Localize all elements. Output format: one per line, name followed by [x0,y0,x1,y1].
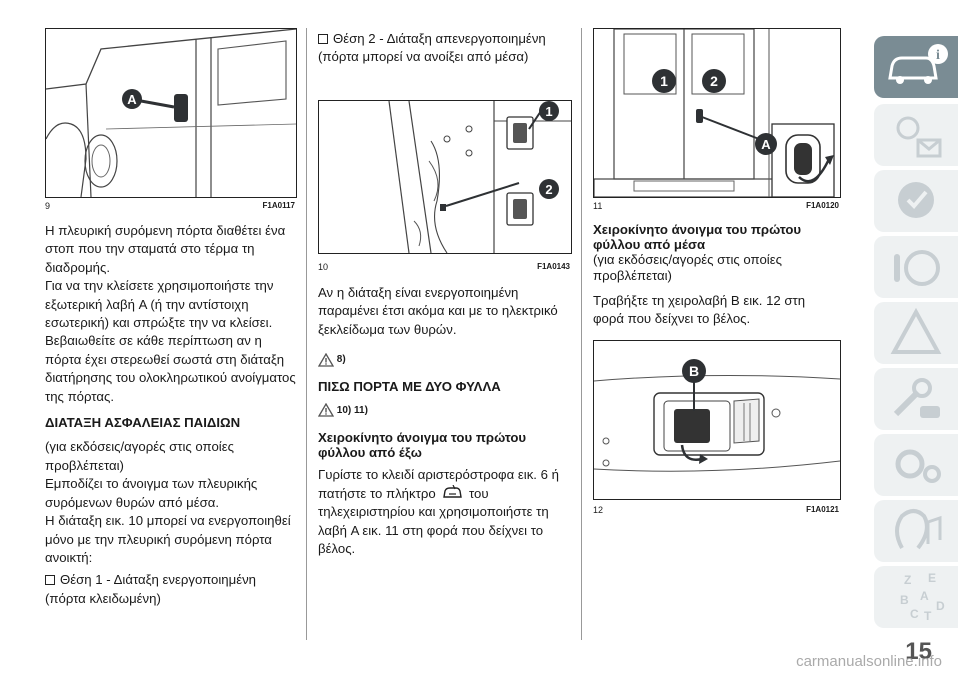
figure-11: 1 2 A [593,28,841,198]
svg-text:C: C [910,607,919,621]
emergency-triangle-icon [890,307,942,354]
sidebar-tab-lights-messages[interactable] [874,104,958,166]
paragraph: Αν η διάταξη είναι ενεργοποιημένη παραμέ… [318,285,558,337]
figure-10-caption: 10 F1A0143 [318,262,570,274]
figure-9-label-a: A [127,92,137,107]
wrench-car-icon [893,378,940,418]
checkbox-bullet-icon [45,575,55,586]
van-side-illustration: A [46,29,296,197]
sidebar-tab-emergency[interactable] [874,302,958,364]
figure-9: A [45,28,297,198]
page-number: 15 [905,638,932,665]
figure-number: 12 [593,505,604,515]
checkbox-bullet-icon [318,34,328,44]
figure-code: F1A0117 [262,201,295,210]
column-2-text: Αν η διάταξη είναι ενεργοποιημένη παραμέ… [318,284,572,558]
music-map-icon [895,509,942,550]
column-3-text: Χειροκίνητο άνοιγμα του πρώτου φύλλου απ… [593,222,839,329]
car-info-icon: i [888,44,948,84]
figure-11-caption: 11 F1A0120 [593,201,839,213]
trunk-button-icon [443,484,463,498]
sidebar-tab-technical-data[interactable] [874,434,958,496]
position-2-label: Θέση 2 - Διάταξη απενεργοποιημένη (πόρτα… [318,31,546,65]
inner-handle-illustration: B [594,359,840,472]
column-divider [306,28,307,640]
figure-10-label-1: 1 [545,104,552,119]
paragraph: (για εκδόσεις/αγορές στις οποίες προβλέπ… [593,252,782,283]
figure-9-caption: 9 F1A0117 [45,201,295,213]
position-2-text: Θέση 2 - Διάταξη απενεργοποιημένη (πόρτα… [318,30,568,67]
figure-number: 9 [45,201,51,211]
section-heading: ΠΙΣΩ ΠΟΡΤΑ ΜΕ ΔΥΟ ΦΥΛΛΑ [318,378,501,394]
child-lock-illustration: 1 2 [388,101,571,253]
figure-code: F1A0121 [806,505,839,514]
warning-icon [318,403,334,418]
sidebar-tab-maintenance[interactable] [874,368,958,430]
figure-11-label-1: 1 [660,73,668,89]
paragraph: Γυρίστε το κλειδί αριστερόστροφα εικ. 6 … [318,467,559,501]
sidebar-tab-driving[interactable] [874,236,958,298]
figure-11-label-2: 2 [710,73,718,89]
figure-code: F1A0143 [537,262,570,271]
steering-wheel-icon [894,250,940,286]
svg-text:D: D [936,599,945,613]
svg-text:E: E [928,571,936,585]
paragraph: (για εκδόσεις/αγορές στις οποίες προβλέπ… [45,439,234,473]
airbag-seat-icon [898,182,934,218]
warning-reference: 8) [336,354,346,366]
figure-11-label-a: A [761,137,771,152]
figure-10: 1 2 [318,100,572,254]
svg-text:i: i [936,48,940,63]
paragraph: του τηλεχειριστηρίου και χρησιμοποιήστε … [318,485,549,557]
column-divider [581,28,582,640]
figure-10-label-2: 2 [545,182,552,197]
figure-code: F1A0120 [806,201,839,210]
sidebar-tab-vehicle-info[interactable]: i [874,36,958,98]
figure-number: 10 [318,262,329,272]
sidebar-tab-multimedia[interactable] [874,500,958,562]
rear-doors-illustration: 1 2 A [594,29,835,197]
paragraph: Τραβήξτε τη χειρολαβή B εικ. 12 στη φορά… [593,293,806,327]
warning-icon [318,352,334,367]
figure-12-caption: 12 F1A0121 [593,505,839,517]
sidebar-tab-safety[interactable] [874,170,958,232]
figure-number: 11 [593,201,603,211]
svg-text:A: A [920,589,929,603]
watermark: carmanualsonline.info [796,653,942,670]
subheading: Χειροκίνητο άνοιγμα του πρώτου φύλλου απ… [593,222,802,252]
paragraph: Εμποδίζει το άνοιγμα των πλευρικής συρόμ… [45,476,258,510]
paragraph: Για να την κλείσετε χρησιμοποιήστε την ε… [45,278,274,331]
paragraph: Η διάταξη εικ. 10 μπορεί να ενεργοποιηθε… [45,513,291,565]
subheading: Χειροκίνητο άνοιγμα του πρώτου φύλλου απ… [318,430,527,461]
svg-text:T: T [924,609,932,623]
figure-12: B [593,340,841,500]
figure-12-label-b: B [689,363,699,379]
warning-reference: 10) 11) [336,405,368,417]
svg-text:Z: Z [904,573,911,587]
chapter-sidebar: i [868,0,960,678]
section-heading: ΔΙΑΤΑΞΗ ΑΣΦΑΛΕΙΑΣ ΠΑΙΔΙΩΝ [45,415,241,431]
warning-light-envelope-icon [896,116,942,158]
paragraph: Η πλευρική συρόμενη πόρτα διαθέτει ένα σ… [45,223,286,275]
position-1-text: Θέση 1 - Διάταξη ενεργοποιημένη (πόρτα κ… [45,572,257,606]
svg-text:B: B [900,593,909,607]
gears-icon [895,449,941,483]
paragraph: Βεβαιωθείτε σε κάθε περίπτωση αν η πόρτα… [45,333,296,404]
column-1-text: Η πλευρική συρόμενη πόρτα διαθέτει ένα σ… [45,222,297,608]
